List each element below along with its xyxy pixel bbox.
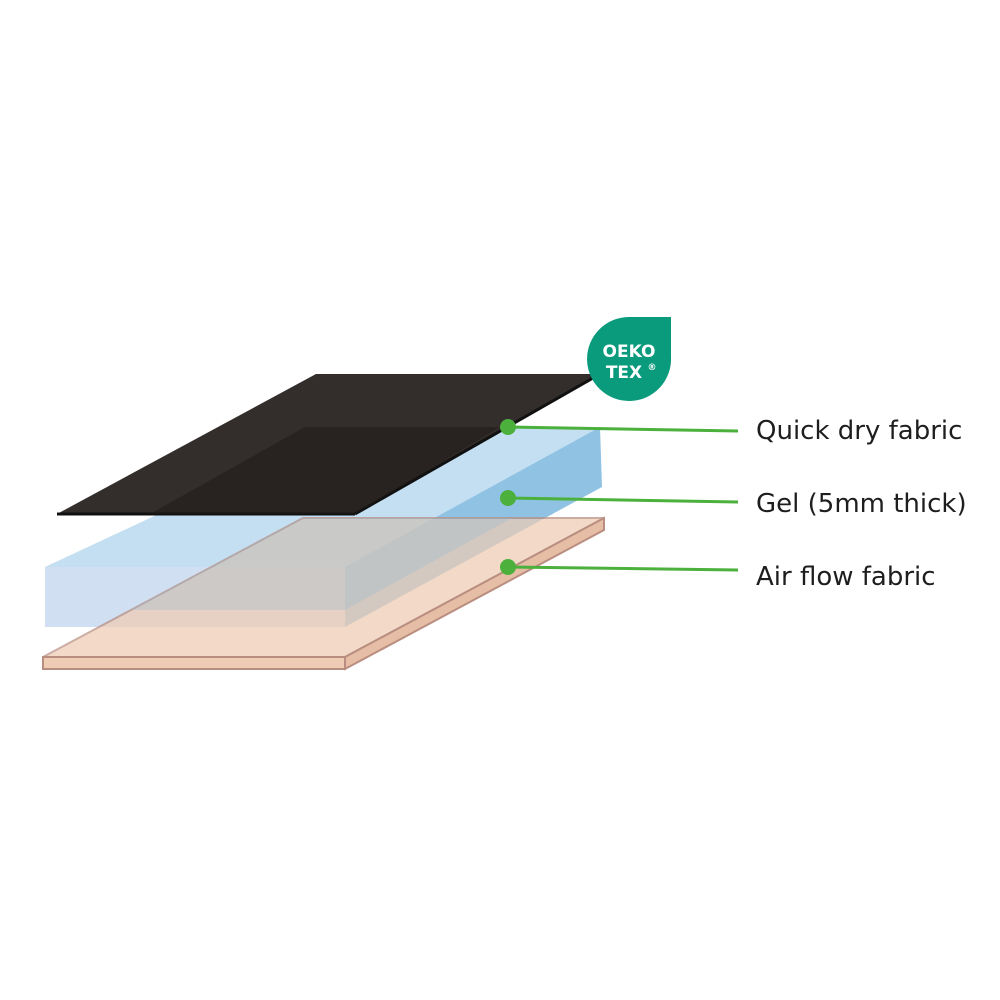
label-air-flow-fabric: Air flow fabric <box>756 562 936 592</box>
oeko-tex-line1: OEKO <box>603 342 656 362</box>
leader-line-quick-dry <box>507 425 739 433</box>
air-flow-fabric-front-side <box>42 656 346 670</box>
gel-overlap <box>130 518 512 610</box>
gel-under-fabric <box>150 427 500 514</box>
label-quick-dry-fabric: Quick dry fabric <box>756 416 963 446</box>
oeko-tex-registered-mark: ® <box>648 363 657 373</box>
label-gel: Gel (5mm thick) <box>756 489 967 519</box>
oeko-tex-line2: TEX <box>606 363 642 383</box>
oeko-tex-badge: OEKO TEX ® <box>587 317 672 401</box>
leader-dot-gel <box>500 490 516 506</box>
leader-lines <box>500 419 739 575</box>
air-flow-fabric-layer <box>42 516 605 671</box>
leader-dot-quick-dry <box>500 419 516 435</box>
leader-line-air-flow <box>507 565 739 572</box>
leader-dot-air-flow <box>500 559 516 575</box>
oeko-tex-badge-shape <box>587 317 672 401</box>
quick-dry-fabric-edge <box>354 372 601 516</box>
leader-line-gel <box>507 496 739 504</box>
